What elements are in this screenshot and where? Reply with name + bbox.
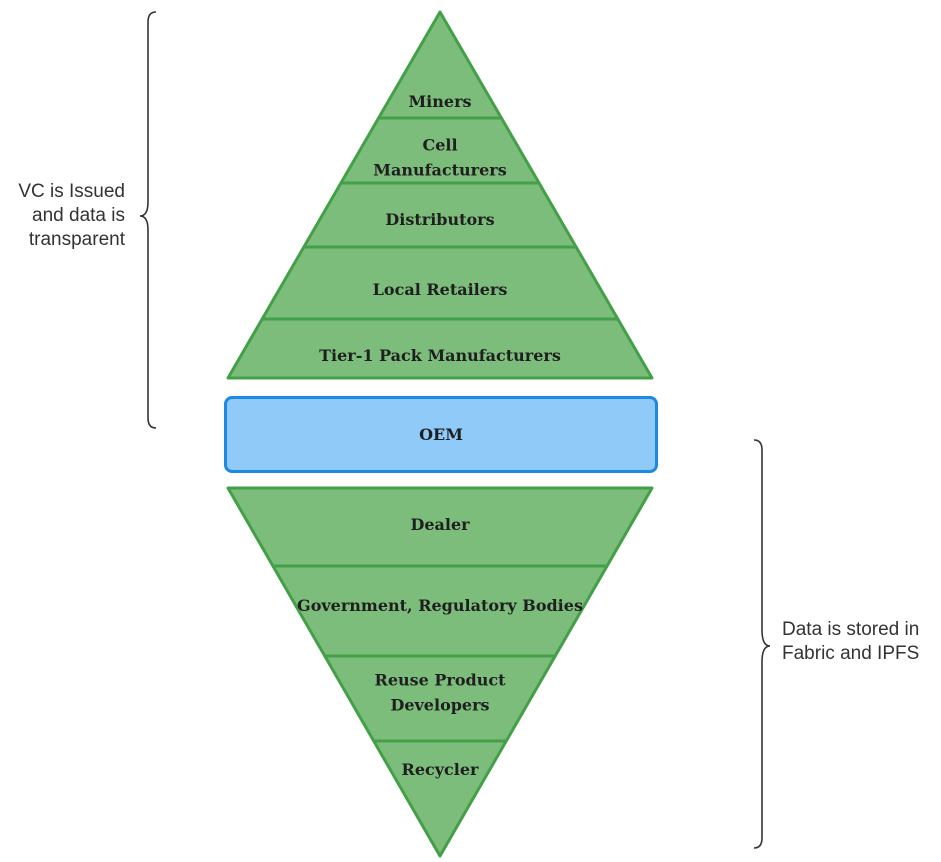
tier-label-government-regulatory-bodies: Government, Regulatory Bodies <box>297 596 583 615</box>
oem-box: OEM <box>224 396 658 473</box>
tier-label-miners: Miners <box>408 92 471 111</box>
left-brace <box>139 11 157 429</box>
right-brace <box>753 439 771 849</box>
oem-label: OEM <box>419 425 463 444</box>
tier-label-dealer: Dealer <box>410 515 470 534</box>
data-storage-note: Data is stored in Fabric and IPFS <box>782 619 920 664</box>
tier-label-distributors: Distributors <box>385 210 494 229</box>
tier-tier1-pack-manufacturers <box>226 317 654 380</box>
tier-recycler <box>372 739 508 858</box>
vc-issued-note: VC is Issued and data is transparent <box>18 181 125 250</box>
tier-label-tier1-pack-manufacturers: Tier-1 Pack Manufacturers <box>319 346 561 365</box>
tier-label-recycler: Recycler <box>402 760 480 779</box>
tier-label-local-retailers: Local Retailers <box>373 280 508 299</box>
